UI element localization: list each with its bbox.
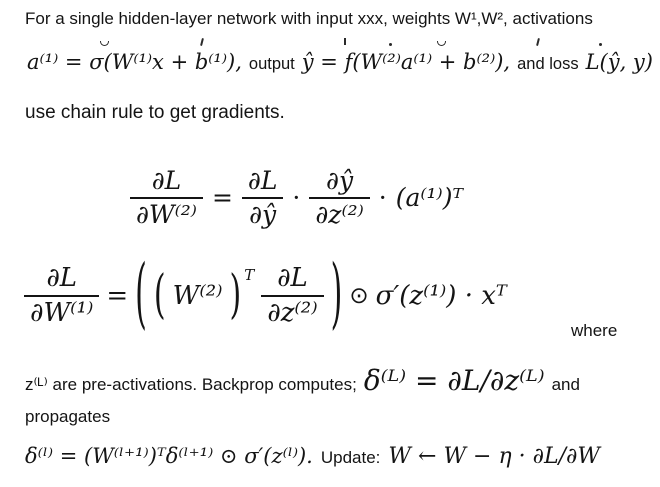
delta-definition-formula: δ⁽ᴸ⁾ = ∂L/∂z⁽ᴸ⁾	[363, 364, 545, 397]
clipped-glyph-artifact	[437, 41, 446, 46]
intro-paragraph: For a single hidden-layer network with i…	[25, 9, 593, 28]
clipped-glyph-artifact	[599, 43, 602, 46]
chain-rule-sentence: use chain rule to get gradients.	[25, 102, 285, 123]
gradient-eq-W1: ∂L ∂W⁽¹⁾ = ( ( W⁽²⁾ ) T ∂L ∂z⁽²⁾ ) ⊙ σ′(…	[24, 256, 507, 333]
frac-dyhat-dz2: ∂ŷ ∂z⁽²⁾	[309, 165, 370, 230]
big-paren-open-inner: (	[153, 264, 166, 326]
clipped-glyph-artifact	[536, 37, 540, 47]
a1-transpose-term: (a⁽¹⁾)ᵀ	[395, 183, 463, 212]
transpose-superscript: T	[244, 266, 255, 284]
activation-formula: a⁽¹⁾ = σ(W⁽¹⁾x + b⁽¹⁾),	[27, 50, 242, 74]
equals-sign: =	[211, 183, 233, 212]
update-label: Update:	[320, 448, 381, 467]
clipped-glyph-artifact	[389, 43, 392, 46]
output-word: output	[248, 55, 295, 73]
backprop-sentence: z⁽ᴸ⁾ are pre-activations. Backprop compu…	[25, 364, 580, 397]
clipped-glyph-artifact	[200, 37, 204, 47]
weight-matrix-term: W⁽²⁾	[172, 280, 223, 311]
loss-word: and loss	[517, 55, 579, 73]
cdot-operator: ·	[292, 183, 301, 212]
delta-recursion-formula: δ⁽ˡ⁾ = (W⁽ˡ⁺¹⁾)ᵀδ⁽ˡ⁺¹⁾ ⊙ σ′(z⁽ˡ⁾).	[25, 444, 313, 468]
big-paren-open-outer: (	[135, 249, 147, 340]
output-formula: ŷ = f(W⁽²⁾a⁽¹⁾ + b⁽²⁾),	[301, 50, 511, 74]
loss-formula: L(ŷ, y)	[585, 50, 653, 74]
hadamard-operator: ⊙	[349, 282, 369, 309]
update-rule-formula: W ← W − η · ∂L/∂W	[388, 444, 601, 469]
gradient-eq-W2: ∂L ∂W⁽²⁾ = ∂L ∂ŷ · ∂ŷ ∂z⁽²⁾ · (a⁽¹⁾)ᵀ	[130, 165, 463, 230]
pre-activations-text: z⁽ᴸ⁾ are pre-activations. Backprop compu…	[25, 375, 357, 394]
frac-dL-dyhat: ∂L ∂ŷ	[241, 165, 284, 230]
equals-sign: =	[106, 280, 129, 311]
cdot-operator: ·	[378, 183, 387, 212]
big-paren-close-inner: )	[229, 264, 242, 326]
and-word: and	[551, 375, 580, 394]
frac-dL-dW1: ∂L ∂W⁽¹⁾	[24, 262, 100, 329]
frac-dL-dz2: ∂L ∂z⁽²⁾	[261, 262, 324, 329]
sigma-prime-term: σ′(z⁽¹⁾) · xᵀ	[375, 280, 507, 311]
big-paren-close-outer: )	[330, 249, 343, 340]
inline-equation-line: a⁽¹⁾ = σ(W⁽¹⁾x + b⁽¹⁾), output ŷ = f(W⁽²…	[27, 50, 653, 74]
propagates-word: propagates	[25, 407, 111, 426]
frac-dL-dW2: ∂L ∂W⁽²⁾	[130, 165, 203, 230]
recursion-update-line: δ⁽ˡ⁾ = (W⁽ˡ⁺¹⁾)ᵀδ⁽ˡ⁺¹⁾ ⊙ σ′(z⁽ˡ⁾). Updat…	[25, 444, 600, 469]
clipped-glyph-artifact	[344, 38, 346, 45]
where-label: where	[571, 321, 618, 340]
clipped-glyph-artifact	[100, 41, 109, 46]
